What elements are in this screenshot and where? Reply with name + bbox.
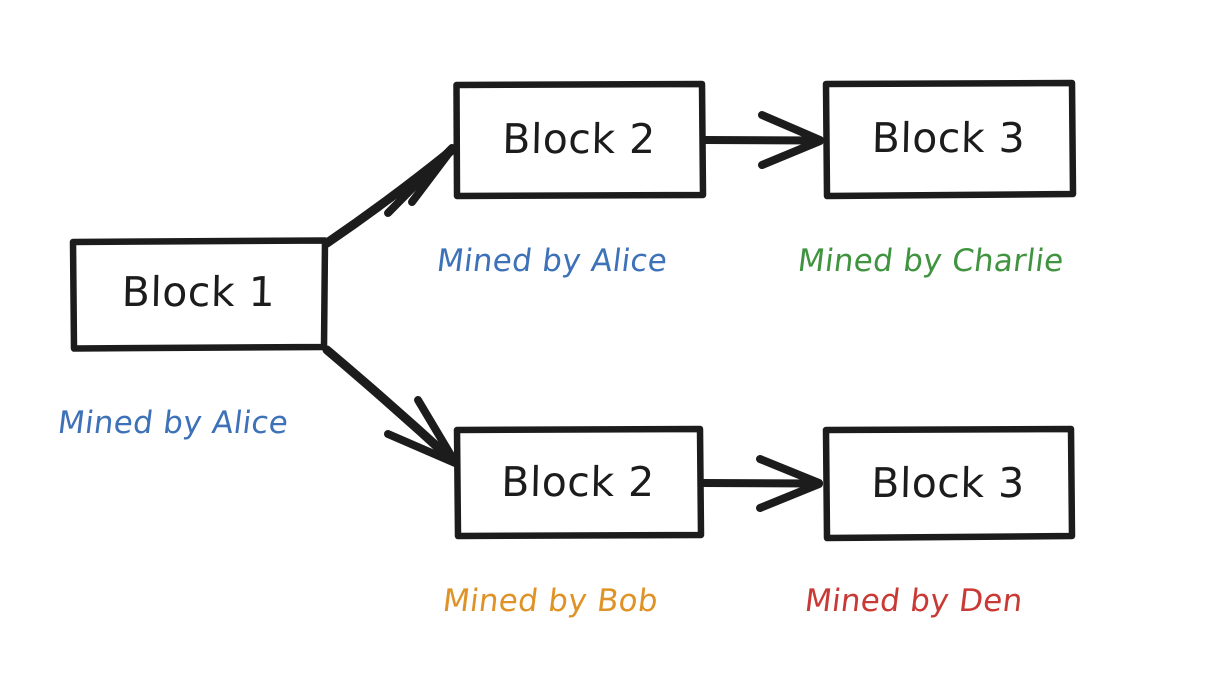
edge-block1-to-block2-top bbox=[322, 144, 457, 248]
node-block3-bottom-border bbox=[822, 425, 1076, 542]
edge-block1-to-block2-top-head-lower bbox=[408, 145, 456, 206]
edge-block2-bottom-to-block3-bottom-line bbox=[698, 479, 821, 488]
edge-block2-top-to-block3-top bbox=[700, 111, 824, 169]
miner-label-block3-top: Mined by Charlie bbox=[795, 243, 1066, 279]
miner-label-block3-bottom: Mined by Den bbox=[802, 583, 1025, 619]
miner-label-block2-top: Mined by Alice bbox=[434, 243, 670, 279]
edge-block2-top-to-block3-top-line bbox=[700, 136, 822, 145]
edge-block2-bottom-to-block3-bottom-head-upper bbox=[756, 455, 823, 487]
miner-label-block1: Mined by Alice bbox=[55, 405, 291, 441]
edge-block2-top-to-block3-top-head-lower bbox=[758, 137, 824, 169]
edge-block1-to-block2-bottom bbox=[322, 345, 459, 467]
edge-block1-to-block2-bottom-line bbox=[322, 345, 458, 466]
node-block3-bottom-label: Block 3 bbox=[870, 459, 1026, 507]
edge-block2-bottom-to-block3-bottom-head-lower bbox=[756, 480, 823, 512]
edge-block1-to-block2-bottom-head-upper bbox=[414, 396, 459, 466]
node-block2-bottom-border bbox=[453, 425, 705, 540]
node-block2-bottom-label: Block 2 bbox=[500, 458, 656, 506]
node-block1-label: Block 1 bbox=[121, 268, 276, 316]
edge-block2-bottom-to-block3-bottom bbox=[698, 455, 823, 512]
edge-block1-to-block2-bottom-head-lower bbox=[384, 430, 459, 467]
node-block2-top-label: Block 2 bbox=[501, 115, 657, 163]
node-block2-top-border bbox=[453, 80, 707, 200]
node-block2-top[interactable] bbox=[453, 80, 707, 200]
node-block3-top-border bbox=[822, 79, 1077, 200]
node-block3-top-label: Block 3 bbox=[871, 114, 1026, 162]
edge-block2-top-to-block3-top-head-upper bbox=[758, 111, 824, 144]
node-block3-top[interactable] bbox=[822, 79, 1077, 200]
node-block3-bottom[interactable] bbox=[822, 425, 1076, 542]
miner-label-block2-bottom: Mined by Bob bbox=[440, 583, 661, 619]
node-block2-bottom[interactable] bbox=[453, 425, 705, 540]
